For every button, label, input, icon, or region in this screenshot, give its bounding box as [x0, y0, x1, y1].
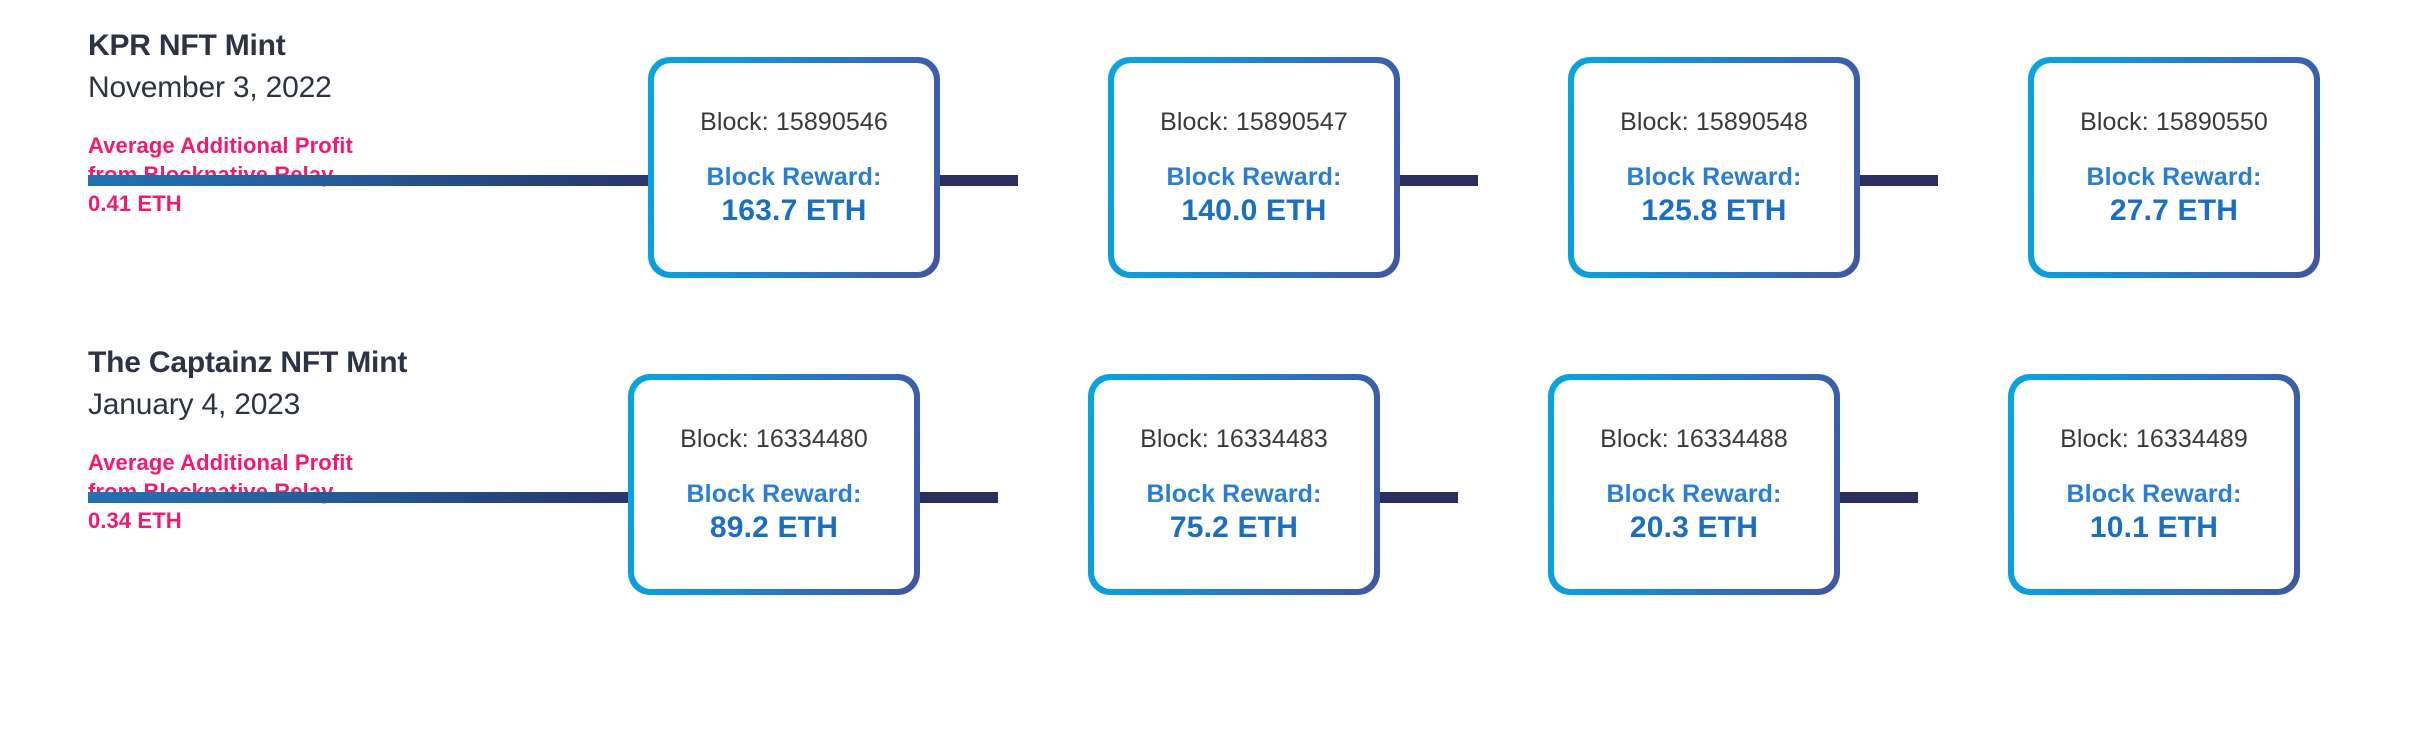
- average-profit-line-1: Average Additional Profit: [88, 132, 353, 158]
- block-card-inner: Block: 16334488 Block Reward: 20.3 ETH: [1554, 380, 1834, 589]
- block-card[interactable]: Block: 15890550 Block Reward: 27.7 ETH: [2028, 57, 2320, 278]
- block-reward-label: Block Reward:: [2066, 479, 2242, 508]
- block-reward-label: Block Reward:: [1626, 162, 1802, 191]
- block-card-inner: Block: 15890548 Block Reward: 125.8 ETH: [1574, 63, 1854, 272]
- average-profit-block: Average Additional Profit from Blocknati…: [88, 131, 608, 218]
- block-number: Block: 16334489: [2060, 424, 2248, 453]
- card-connector: [938, 175, 1018, 186]
- block-card[interactable]: Block: 16334488 Block Reward: 20.3 ETH: [1548, 374, 1840, 595]
- block-reward-label: Block Reward:: [1606, 479, 1782, 508]
- block-reward-label: Block Reward:: [686, 479, 862, 508]
- mint-label-block: KPR NFT Mint November 3, 2022 Average Ad…: [88, 28, 608, 218]
- mint-date: November 3, 2022: [88, 71, 332, 105]
- average-profit-line-1: Average Additional Profit: [88, 449, 353, 475]
- block-reward-label: Block Reward:: [2086, 162, 2262, 191]
- card-connector: [1398, 175, 1478, 186]
- block-reward-value: 125.8 ETH: [1641, 193, 1787, 227]
- mint-row-kpr: KPR NFT Mint November 3, 2022 Average Ad…: [0, 28, 2418, 328]
- block-number: Block: 15890548: [1620, 107, 1808, 136]
- average-profit-value: 0.41 ETH: [88, 190, 182, 216]
- block-reward-label: Block Reward:: [706, 162, 882, 191]
- block-card[interactable]: Block: 15890547 Block Reward: 140.0 ETH: [1108, 57, 1400, 278]
- mint-label-block: The Captainz NFT Mint January 4, 2023 Av…: [88, 345, 608, 535]
- card-connector: [1378, 492, 1458, 503]
- block-number: Block: 15890546: [700, 107, 888, 136]
- block-number: Block: 16334480: [680, 424, 868, 453]
- block-reward-value: 140.0 ETH: [1181, 193, 1327, 227]
- block-card-inner: Block: 15890546 Block Reward: 163.7 ETH: [654, 63, 934, 272]
- block-reward-value: 20.3 ETH: [1629, 510, 1759, 544]
- block-card[interactable]: Block: 16334480 Block Reward: 89.2 ETH: [628, 374, 920, 595]
- timeline-spine: [88, 175, 650, 186]
- block-card[interactable]: Block: 15890548 Block Reward: 125.8 ETH: [1568, 57, 1860, 278]
- block-number: Block: 15890550: [2080, 107, 2268, 136]
- mint-row-captainz: The Captainz NFT Mint January 4, 2023 Av…: [0, 345, 2418, 645]
- block-card[interactable]: Block: 16334483 Block Reward: 75.2 ETH: [1088, 374, 1380, 595]
- card-connector: [1838, 492, 1918, 503]
- block-number: Block: 15890547: [1160, 107, 1348, 136]
- block-reward-value: 163.7 ETH: [721, 193, 867, 227]
- block-number: Block: 16334488: [1600, 424, 1788, 453]
- card-connector: [1858, 175, 1938, 186]
- card-connector: [918, 492, 998, 503]
- timeline-spine: [88, 492, 630, 503]
- block-number: Block: 16334483: [1140, 424, 1328, 453]
- block-card-inner: Block: 16334480 Block Reward: 89.2 ETH: [634, 380, 914, 589]
- mint-date: January 4, 2023: [88, 388, 301, 422]
- block-reward-value: 89.2 ETH: [709, 510, 839, 544]
- block-reward-value: 27.7 ETH: [2109, 193, 2239, 227]
- block-reward-value: 75.2 ETH: [1169, 510, 1299, 544]
- block-card-inner: Block: 15890547 Block Reward: 140.0 ETH: [1114, 63, 1394, 272]
- block-card-inner: Block: 16334489 Block Reward: 10.1 ETH: [2014, 380, 2294, 589]
- mint-title: KPR NFT Mint: [88, 29, 286, 62]
- block-reward-label: Block Reward:: [1146, 479, 1322, 508]
- mint-title: The Captainz NFT Mint: [88, 346, 408, 379]
- block-card[interactable]: Block: 15890546 Block Reward: 163.7 ETH: [648, 57, 940, 278]
- block-card[interactable]: Block: 16334489 Block Reward: 10.1 ETH: [2008, 374, 2300, 595]
- block-card-inner: Block: 15890550 Block Reward: 27.7 ETH: [2034, 63, 2314, 272]
- block-reward-value: 10.1 ETH: [2089, 510, 2219, 544]
- average-profit-value: 0.34 ETH: [88, 507, 182, 533]
- block-card-inner: Block: 16334483 Block Reward: 75.2 ETH: [1094, 380, 1374, 589]
- block-reward-label: Block Reward:: [1166, 162, 1342, 191]
